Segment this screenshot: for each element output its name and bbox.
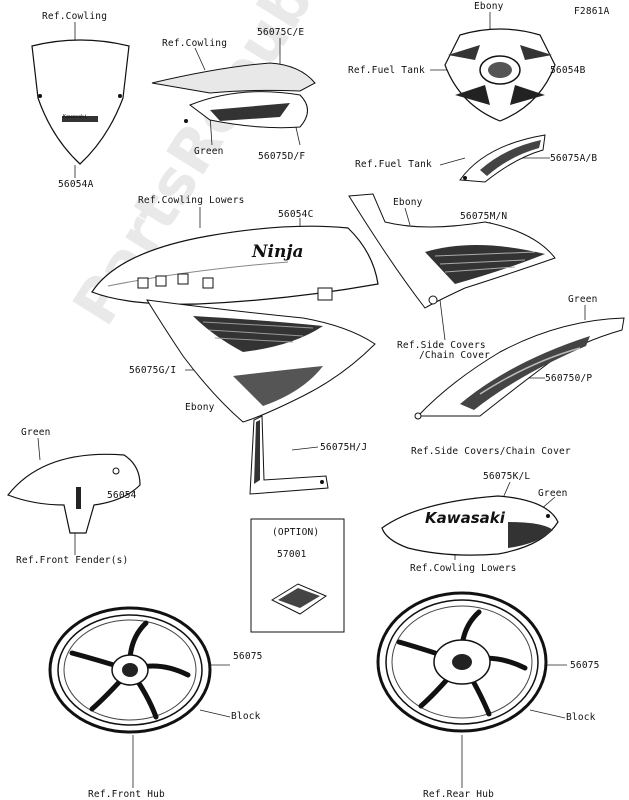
label-56054[interactable]: 56054 [107,490,137,501]
side-strip-illustration [249,415,329,495]
label-green-cowling: Green [194,146,224,157]
label-ebony-fairing: Ebony [185,402,215,413]
label-ref-cowling-lowers-1: Ref.Cowling Lowers [138,195,245,206]
lower-fairing-decal-illustration [146,299,376,423]
label-ref-fuel-tank-1: Ref.Fuel Tank [348,65,425,76]
label-ref-front-hub: Ref.Front Hub [88,789,165,800]
label-ref-front-fender: Ref.Front Fender(s) [16,555,129,566]
label-green-side: Green [568,294,598,305]
label-ebony-tank: Ebony [474,1,504,12]
ninja-decal: Ninja [252,242,304,262]
label-ref-rear-hub: Ref.Rear Hub [423,789,495,800]
label-56075KL[interactable]: 56075K/L [483,471,531,482]
label-56054C[interactable]: 56054C [278,209,314,220]
diagram-code: F2861A [574,6,610,17]
front-wheel-illustration [48,606,212,734]
label-ref-side-covers-2: Ref.Side Covers/Chain Cover [411,446,571,457]
label-ref-cowling-lowers-2: Ref.Cowling Lowers [410,563,517,574]
windshield-illustration [31,39,130,165]
label-56075OP[interactable]: 560750/P [545,373,593,384]
fairing-ninja-illustration [91,225,379,305]
label-56075-front[interactable]: 56075 [233,651,263,662]
tail-cover-illustration [414,317,625,420]
windshield-badge: Kawasaki [63,114,88,120]
label-block-rear: Block [566,712,596,723]
label-green-fender: Green [21,427,51,438]
fuel-tank-illustration [444,28,556,122]
label-56075GI[interactable]: 56075G/I [129,365,177,376]
label-ref-side-covers-1a: Ref.Side Covers [397,340,486,351]
label-ref-side-covers-1b: /Chain Cover [419,350,491,361]
lower-cowling-illustration [381,495,559,556]
label-ebony-side: Ebony [393,197,423,208]
label-block-front: Block [231,711,261,722]
label-56054A[interactable]: 56054A [58,179,94,190]
label-ref-cowling-windshield: Ref.Cowling [42,11,108,22]
label-56075CE[interactable]: 56075C/E [257,27,305,38]
label-56075MN[interactable]: 56075M/N [460,211,508,222]
kawasaki-decal: Kawasaki [425,509,505,527]
rear-wheel-illustration [376,591,548,733]
label-56054B[interactable]: 56054B [550,65,586,76]
label-56075AB[interactable]: 56075A/B [550,153,598,164]
label-option: (OPTION) [272,527,320,538]
label-57001[interactable]: 57001 [277,549,307,560]
label-green-lower: Green [538,488,568,499]
tank-decal-illustration [459,134,546,183]
label-ref-fuel-tank-2: Ref.Fuel Tank [355,159,432,170]
label-56075-rear[interactable]: 56075 [570,660,600,671]
label-56075HJ[interactable]: 56075H/J [320,442,368,453]
upper-cowling-illustration [151,62,316,129]
option-box-frame [250,518,345,633]
label-56075DF[interactable]: 56075D/F [258,151,306,162]
label-ref-cowling-top: Ref.Cowling [162,38,228,49]
front-fender-illustration [7,453,141,534]
side-panel-illustration [348,193,556,309]
